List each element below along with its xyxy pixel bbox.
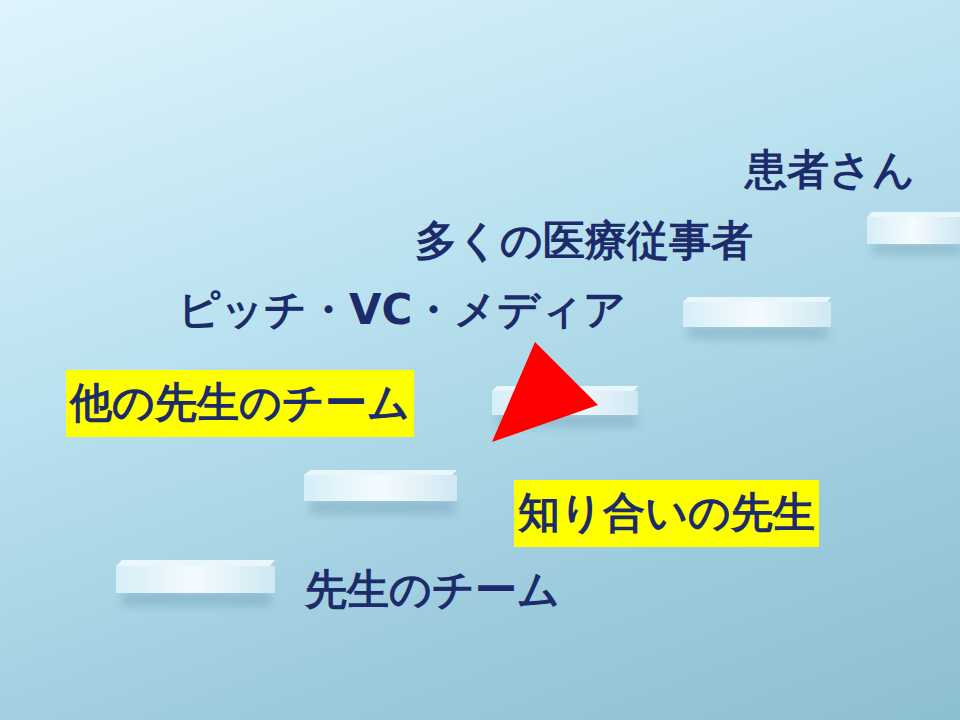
highlight-box: 知り合いの先生 bbox=[514, 480, 819, 547]
highlight-text: 他の先生のチーム bbox=[70, 380, 410, 426]
step-label: ピッチ・VC・メディア bbox=[178, 287, 626, 333]
red-triangle-marker bbox=[492, 342, 598, 442]
step-label: 患者さん bbox=[745, 147, 915, 193]
step-label: 先生のチーム bbox=[305, 567, 560, 613]
highlight-box: 他の先生のチーム bbox=[66, 370, 414, 437]
step-label: 多くの医療従事者 bbox=[415, 218, 753, 264]
highlight-text: 知り合いの先生 bbox=[518, 490, 815, 536]
